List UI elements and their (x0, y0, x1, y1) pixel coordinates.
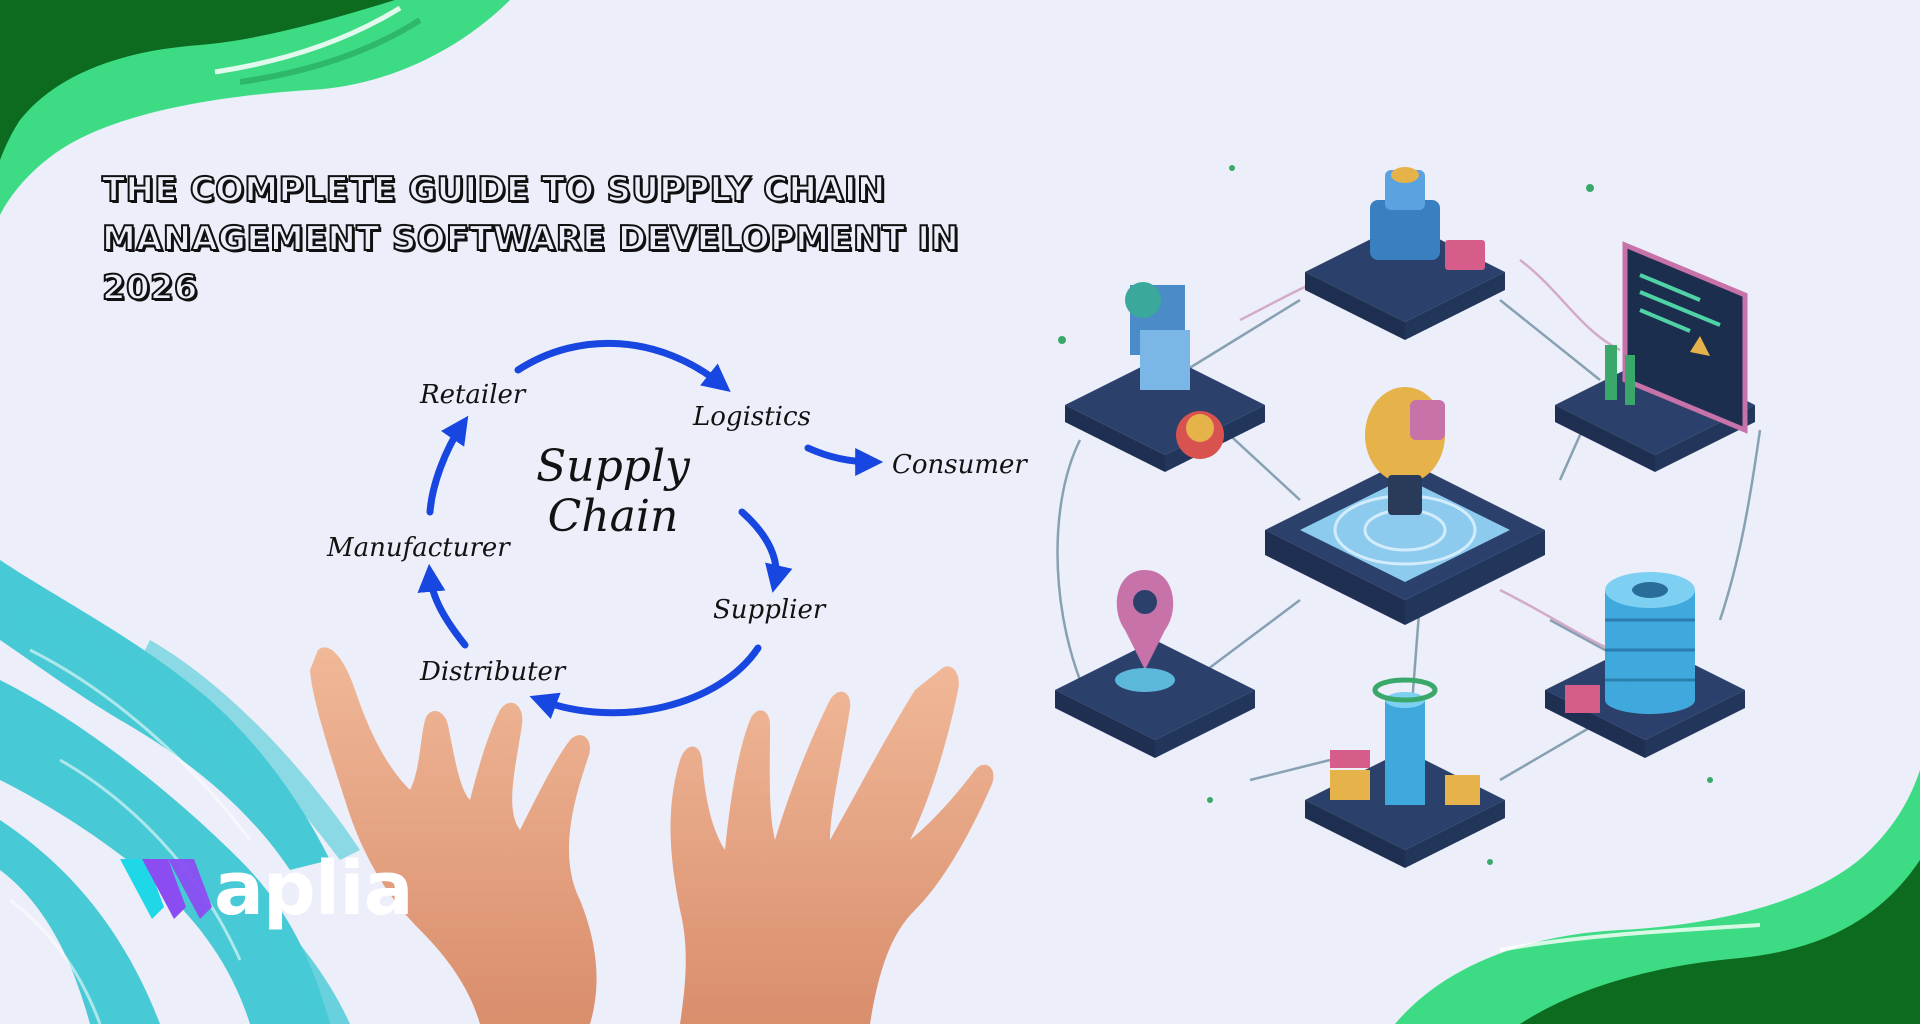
node-consumer: Consumer (892, 450, 1027, 480)
diagram-center-label: Supply Chain (528, 442, 698, 542)
arrow-center-to-supplier (738, 508, 793, 593)
logo-text: aplia (214, 846, 414, 932)
arrow-distributer-to-manufacturer (417, 563, 469, 649)
brand-logo: aplia (120, 846, 414, 932)
center-label-line-2: Chain (547, 491, 679, 542)
platform-right (1555, 241, 1755, 472)
title-line-1: THE COMPLETE GUIDE TO SUPPLY CHAIN (101, 169, 886, 211)
platform-bottom (1305, 677, 1505, 868)
node-logistics: Logistics (693, 402, 811, 432)
platform-bottom-left (1055, 570, 1255, 758)
platform-left (1065, 282, 1265, 472)
platform-top (1305, 167, 1505, 340)
arrow-retailer-to-logistics (514, 339, 731, 393)
center-label-line-1: Supply (536, 441, 690, 492)
arrow-manufacturer-to-retailer (426, 415, 469, 516)
title-line-2: MANAGEMENT SOFTWARE DEVELOPMENT IN (101, 218, 960, 260)
platform-center (1265, 387, 1545, 625)
arrow-supplier-to-distributer (529, 644, 762, 720)
platform-bottom-right (1545, 572, 1745, 758)
node-retailer: Retailer (420, 380, 526, 410)
node-manufacturer: Manufacturer (327, 533, 510, 563)
waplia-logo-mark-icon (120, 859, 212, 919)
title-line-3: 2026 (101, 267, 199, 309)
node-distributer: Distributer (420, 657, 566, 687)
page-title: THE COMPLETE GUIDE TO SUPPLY CHAIN MANAG… (101, 166, 1002, 313)
node-supplier: Supplier (713, 595, 826, 625)
arrow-logistics-to-consumer (804, 444, 884, 476)
